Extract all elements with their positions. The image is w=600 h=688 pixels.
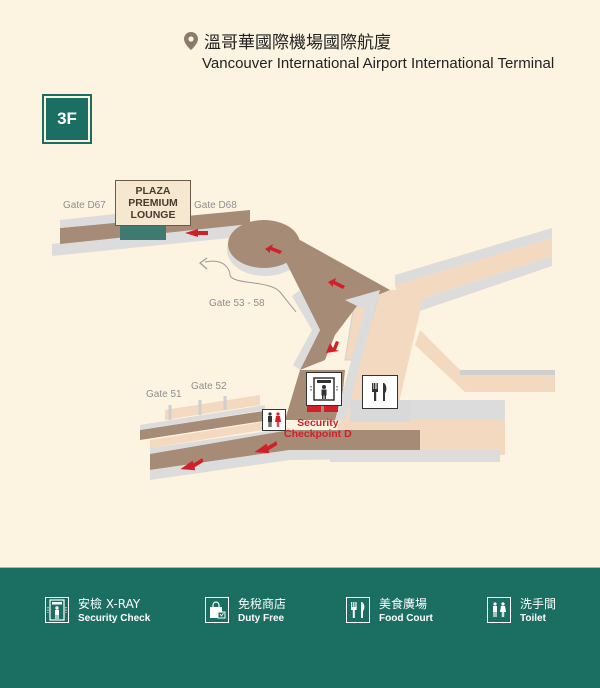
duty-free-bag-icon: [205, 597, 229, 623]
gate-52-label: Gate 52: [191, 381, 227, 392]
title-en: Vancouver International Airport Internat…: [202, 55, 555, 72]
legend-item-duty-free: 免稅商店 Duty Free: [205, 597, 286, 625]
legend-item-food-court: 美食廣場 Food Court: [346, 597, 433, 625]
legend-item-toilet: 洗手間 Toilet: [487, 597, 556, 625]
security-xray-icon: [45, 597, 69, 623]
security-xray-icon: [306, 372, 342, 406]
corridor-51-52: [140, 395, 500, 480]
lounge-line2: PREMIUM: [128, 197, 178, 209]
security-line1: Security: [297, 417, 339, 429]
lounge-line1: PLAZA: [135, 185, 171, 197]
gate-53-58-arrow: [204, 260, 297, 313]
plaza-premium-lounge: PLAZA PREMIUM LOUNGE: [115, 180, 191, 226]
header: 溫哥華國際機場國際航廈 Vancouver International Airp…: [184, 28, 554, 72]
gate-53-58-label: Gate 53 - 58: [209, 298, 265, 309]
legend-toilet-zh: 洗手間: [520, 597, 557, 611]
security-line2: Checkpoint D: [284, 428, 352, 440]
toilet-icon: [487, 597, 511, 623]
gate-d68-label: Gate D68: [194, 200, 237, 211]
legend-duty-free-en: Duty Free: [238, 613, 285, 624]
title-zh: 溫哥華國際機場國際航廈: [204, 33, 391, 53]
legend-security-en: Security Check: [78, 613, 151, 624]
legend-food-court-en: Food Court: [379, 613, 433, 624]
food-court-icon: [362, 375, 398, 409]
legend-security-zh: 安檢 X-RAY: [78, 597, 141, 611]
legend-food-court-zh: 美食廣場: [379, 597, 428, 611]
direction-arrows: [180, 229, 345, 471]
food-court-icon: [346, 597, 370, 623]
legend-toilet-en: Toilet: [520, 613, 546, 624]
floor-badge: 3F: [42, 94, 92, 144]
lounge-line3: LOUNGE: [130, 209, 176, 221]
gate-51-label: Gate 51: [146, 389, 182, 400]
location-pin-icon: [184, 31, 198, 50]
legend-item-security: 安檢 X-RAY Security Check: [45, 597, 150, 625]
gate-d67-label: Gate D67: [63, 200, 106, 211]
security-checkpoint-d-label: Security Checkpoint D: [284, 418, 352, 440]
toilet-icon: [262, 409, 286, 431]
legend-duty-free-zh: 免稅商店: [238, 597, 287, 611]
legend: 安檢 X-RAY Security Check 免稅商店 Duty Free 美…: [0, 567, 600, 688]
